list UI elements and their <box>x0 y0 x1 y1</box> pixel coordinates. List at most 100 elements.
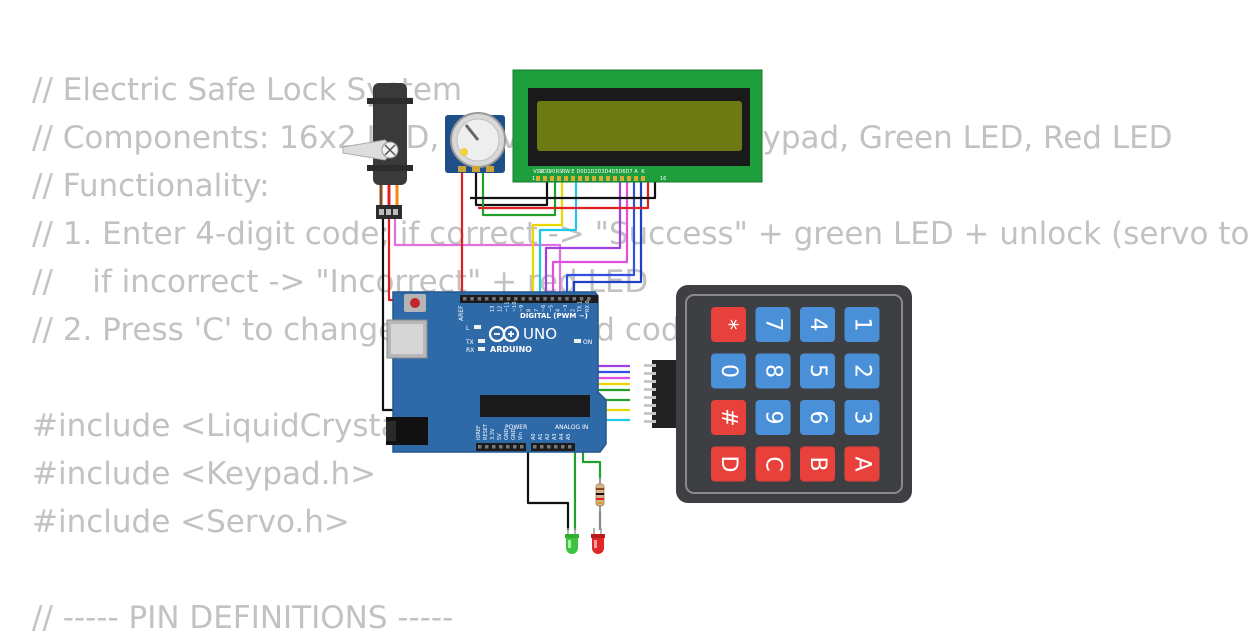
digital-pin[interactable] <box>550 297 555 301</box>
keypad-key-5[interactable]: 5 <box>800 353 835 389</box>
lcd-pin[interactable] <box>550 176 554 181</box>
keypad-connector-pin[interactable] <box>644 388 656 391</box>
potentiometer[interactable] <box>445 112 506 173</box>
resistor[interactable] <box>595 478 605 512</box>
keypad-connector-pin[interactable] <box>644 396 656 399</box>
board-model: UNO <box>523 325 557 343</box>
lcd-pin[interactable] <box>620 176 624 181</box>
digital-pin[interactable] <box>492 297 496 301</box>
wire-servo-signal[interactable] <box>393 217 562 300</box>
power-pin[interactable] <box>485 445 489 449</box>
digital-pin[interactable] <box>463 297 467 301</box>
wire-lcd-e[interactable] <box>538 178 578 300</box>
wire-led-gnd[interactable] <box>526 445 570 530</box>
keypad-connector-pin[interactable] <box>644 412 656 415</box>
analog-pin[interactable] <box>540 445 544 449</box>
keypad-key-#[interactable]: # <box>711 400 746 435</box>
power-pin[interactable] <box>513 445 517 449</box>
led-red[interactable] <box>591 528 605 554</box>
lcd-pin[interactable] <box>599 176 603 181</box>
lcd-pin[interactable] <box>571 176 575 181</box>
arduino-logo-icon <box>488 325 520 343</box>
lcd-pin[interactable] <box>613 176 617 181</box>
keypad-key-0[interactable]: 0 <box>711 353 746 389</box>
analog-pin[interactable] <box>547 445 551 449</box>
wire-lcd-d4[interactable] <box>544 178 622 300</box>
keypad-key-3[interactable]: 3 <box>844 400 880 435</box>
keypad-key-6[interactable]: 6 <box>800 400 835 435</box>
digital-pin[interactable] <box>499 297 504 301</box>
lcd-pin[interactable] <box>557 176 561 181</box>
lcd-pin[interactable] <box>606 176 610 181</box>
wire-lcd-a[interactable] <box>478 178 650 210</box>
digital-pin-label: ~9 <box>519 305 525 312</box>
wire-pot-gnd[interactable] <box>474 170 549 207</box>
keypad-key-*[interactable]: * <box>711 307 746 342</box>
power-pin[interactable] <box>506 445 510 449</box>
keypad-connector-pin[interactable] <box>644 372 656 375</box>
keypad-key-4[interactable]: 4 <box>800 307 835 342</box>
lcd-pin[interactable] <box>585 176 589 181</box>
digital-pin[interactable] <box>579 297 584 301</box>
lcd-pin[interactable] <box>641 176 645 181</box>
analog-pin[interactable] <box>554 445 558 449</box>
digital-pin[interactable] <box>572 297 577 301</box>
keypad-connector-pin[interactable] <box>644 404 656 407</box>
digital-pin[interactable] <box>514 297 518 301</box>
wire-led-red[interactable] <box>581 445 602 480</box>
led-green-bulb-icon <box>566 538 578 554</box>
digital-pin[interactable] <box>557 297 562 301</box>
digital-pin[interactable] <box>587 297 591 301</box>
wire-lcd-k[interactable] <box>470 178 657 200</box>
keypad-key-2[interactable]: 2 <box>844 353 880 389</box>
lcd-pin[interactable] <box>634 176 638 181</box>
digital-pin[interactable] <box>506 297 511 301</box>
analog-pin[interactable] <box>533 445 537 449</box>
analog-pin[interactable] <box>561 445 565 449</box>
power-pin[interactable] <box>520 445 524 449</box>
digital-pin[interactable] <box>528 297 533 301</box>
lcd-pin[interactable] <box>627 176 631 181</box>
keypad-key-8[interactable]: 8 <box>755 353 791 389</box>
power-pin[interactable] <box>492 445 496 449</box>
digital-pin[interactable] <box>477 297 482 301</box>
power-pin[interactable] <box>499 445 503 449</box>
wire-lcd-rs[interactable] <box>531 178 564 300</box>
lcd-pin-label: VDD <box>539 169 550 175</box>
keypad-key-C[interactable]: C <box>755 446 791 482</box>
keypad-connector-pin[interactable] <box>644 380 656 383</box>
wire-lcd-d6[interactable] <box>565 178 636 300</box>
lcd-pin[interactable] <box>578 176 582 181</box>
servo-motor[interactable] <box>342 83 413 219</box>
keypad-key-D[interactable]: D <box>711 446 746 482</box>
keypad-key-1[interactable]: 1 <box>844 307 880 342</box>
wire-pot-wiper[interactable] <box>481 170 557 217</box>
lcd-pin[interactable] <box>564 176 568 181</box>
lcd-pin[interactable] <box>592 176 596 181</box>
power-pin[interactable] <box>478 445 482 449</box>
lcd-pin[interactable] <box>543 176 547 181</box>
digital-pin[interactable] <box>565 297 569 301</box>
keypad-key-9[interactable]: 9 <box>755 400 791 435</box>
digital-pin[interactable] <box>543 297 547 301</box>
wire-lcd-d5[interactable] <box>551 178 629 300</box>
wire-servo-vcc[interactable] <box>387 217 394 302</box>
analog-pin[interactable] <box>568 445 572 449</box>
keypad-connector-pin[interactable] <box>644 364 656 367</box>
keypad-key-B[interactable]: B <box>800 446 835 482</box>
digital-pin[interactable] <box>536 297 540 301</box>
wire-servo-gnd[interactable] <box>381 217 395 412</box>
keypad-connector-pin[interactable] <box>644 420 656 423</box>
wire-lcd-d7[interactable] <box>572 178 643 300</box>
keypad-key-7[interactable]: 7 <box>755 307 791 342</box>
lcd-pin[interactable] <box>536 176 540 181</box>
keypad-key-A[interactable]: A <box>844 446 880 482</box>
led-green[interactable] <box>565 528 579 554</box>
digital-pin[interactable] <box>470 297 474 301</box>
digital-pin[interactable] <box>521 297 525 301</box>
digital-pin[interactable] <box>484 297 489 301</box>
